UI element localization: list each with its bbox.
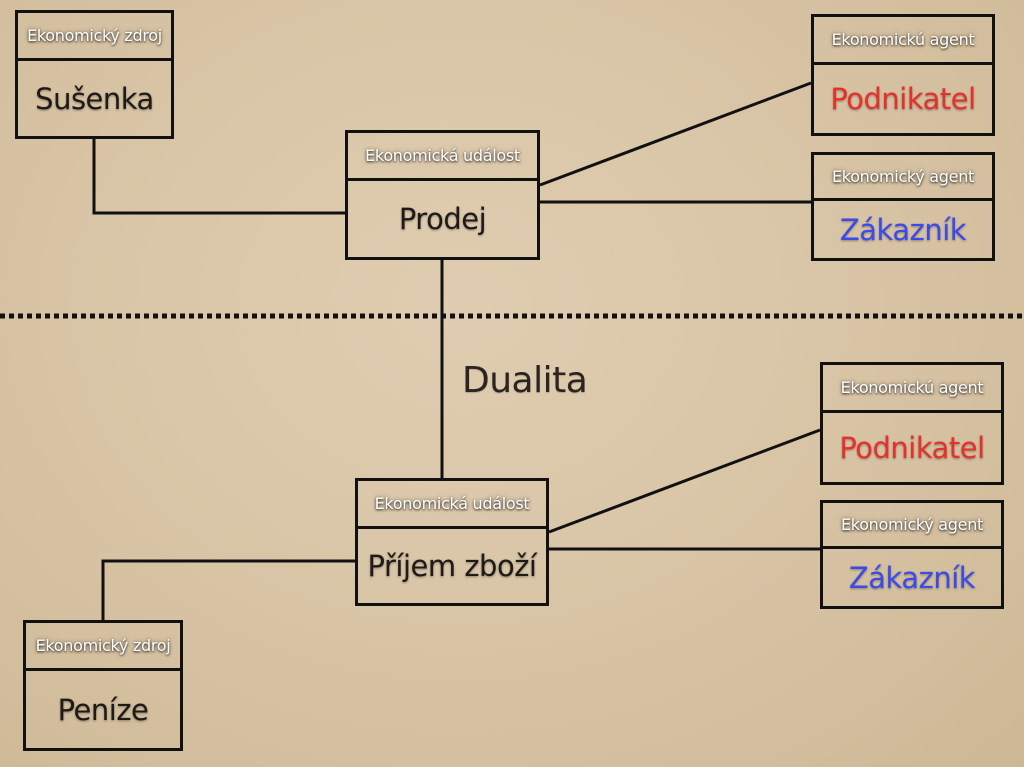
agent-box-customer-top: Ekonomický agent Zákazník xyxy=(811,152,995,261)
connector-receipt-entrepreneur xyxy=(548,428,821,534)
box-header: Ekonomický agent xyxy=(814,155,992,201)
agent-box-customer-bottom: Ekonomický agent Zákazník xyxy=(820,500,1004,609)
box-label: Peníze xyxy=(57,692,149,727)
box-label: Sušenka xyxy=(35,81,154,116)
box-label: Zákazník xyxy=(848,560,976,595)
box-header: Ekonomická událost xyxy=(358,481,546,529)
box-header: Ekonomický zdroj xyxy=(18,13,171,61)
duality-label: Dualita xyxy=(462,360,588,401)
box-header: Ekonomický agent xyxy=(823,503,1001,549)
box-header: Ekonomický zdroj xyxy=(26,623,180,671)
agent-box-entrepreneur-top: Ekonomickú agent Podnikatel xyxy=(811,14,995,136)
box-label: Podnikatel xyxy=(839,430,985,465)
event-box-sale: Ekonomická událost Prodej xyxy=(345,130,540,260)
box-label: Prodej xyxy=(398,202,487,236)
event-box-receipt: Ekonomická událost Příjem zboží xyxy=(355,478,549,606)
connector-cookie-sale xyxy=(92,139,345,215)
box-header: Ekonomickú agent xyxy=(814,17,992,65)
box-header: Ekonomickú agent xyxy=(823,365,1001,413)
resource-box-cookie: Ekonomický zdroj Sušenka xyxy=(15,10,174,139)
agent-box-entrepreneur-bottom: Ekonomickú agent Podnikatel xyxy=(820,362,1004,485)
box-label: Zákazník xyxy=(839,212,967,247)
box-label: Příjem zboží xyxy=(367,549,537,583)
box-header: Ekonomická událost xyxy=(348,133,537,181)
box-label: Podnikatel xyxy=(830,82,976,116)
connector-sale-entrepreneur xyxy=(539,81,812,187)
resource-box-money: Ekonomický zdroj Peníze xyxy=(23,620,183,751)
connector-money-receipt xyxy=(101,559,355,620)
